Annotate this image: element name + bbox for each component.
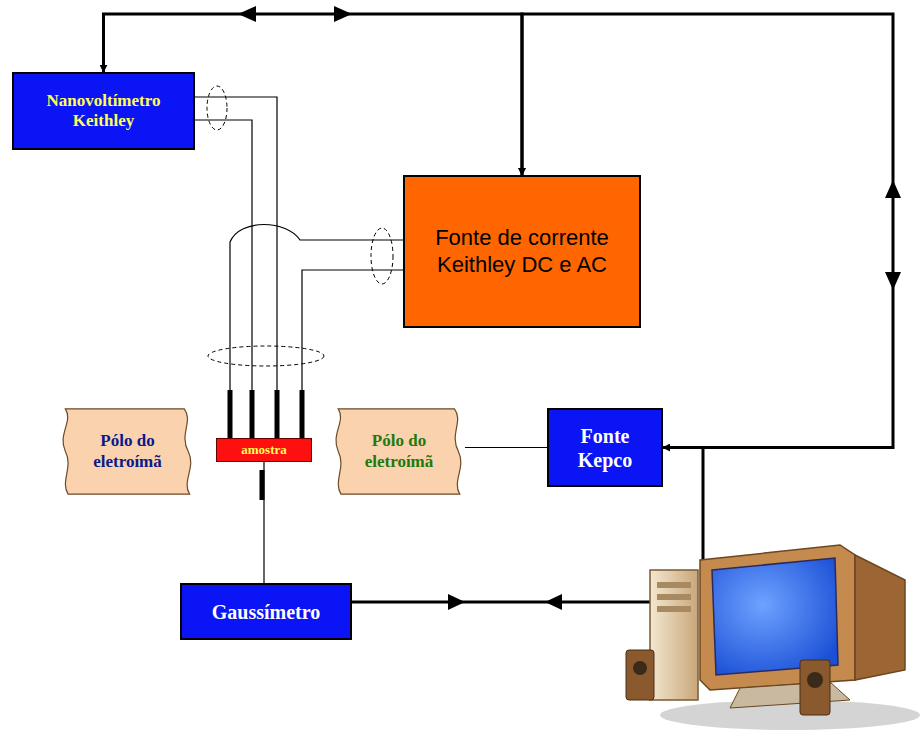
cable-bundle xyxy=(207,86,393,366)
node-label: Pólo do eletroímã xyxy=(347,431,451,472)
connector xyxy=(230,225,403,439)
computer-wire xyxy=(352,601,655,604)
node-label: amostra xyxy=(241,442,287,458)
computer-wire xyxy=(702,447,705,575)
node-label: Nanovoltímetro Keithley xyxy=(20,91,187,132)
gaussmeter-box: Gaussímetro xyxy=(180,583,352,640)
arrow-head xyxy=(238,6,901,290)
node-label: Fonte de corrente Keithley DC e AC xyxy=(411,225,633,278)
computer-illustration xyxy=(626,545,920,730)
magnet-pole: Pólo do eletroímã xyxy=(333,408,465,495)
connector xyxy=(263,462,264,583)
power-supply-box: Fonte Kepco xyxy=(547,408,663,487)
node-label: Gaussímetro xyxy=(212,600,321,624)
source-box: Fonte de corrente Keithley DC e AC xyxy=(403,175,641,328)
node-label: Fonte Kepco xyxy=(555,424,655,472)
arrow-head xyxy=(448,594,562,610)
magnet-pole: Pólo do eletroímã xyxy=(60,408,195,495)
connector xyxy=(465,447,547,448)
instrument-box: Nanovoltímetro Keithley xyxy=(12,72,195,150)
node-label: Pólo do eletroímã xyxy=(74,431,181,472)
connector xyxy=(195,97,277,438)
sample-box: amostra xyxy=(216,438,312,462)
